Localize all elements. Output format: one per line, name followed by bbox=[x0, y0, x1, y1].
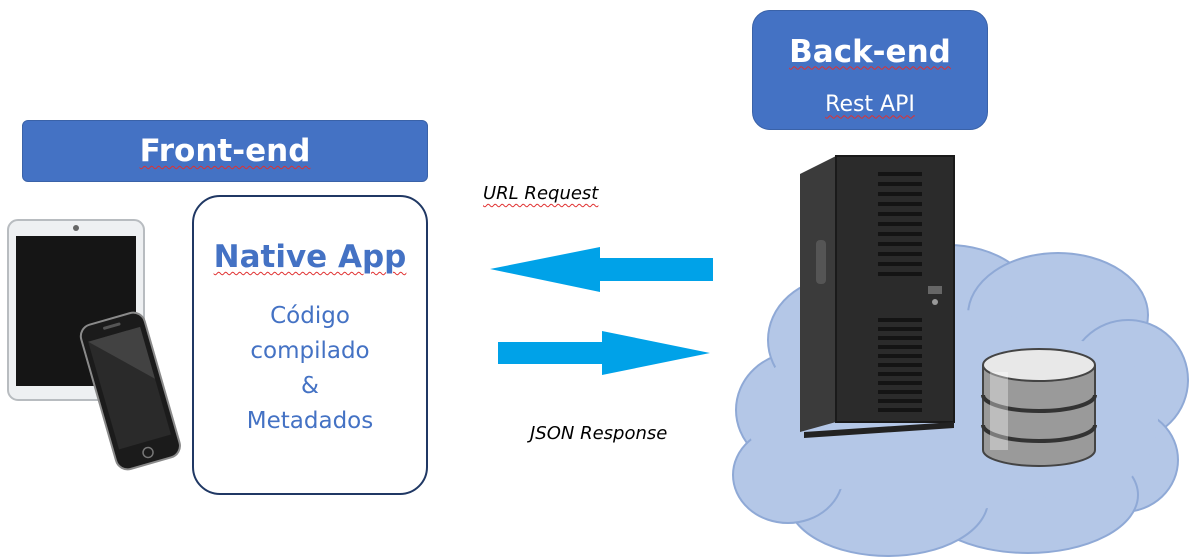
server-slot bbox=[878, 372, 922, 376]
frontend-title: Front-end bbox=[139, 133, 311, 169]
backend-subtitle: Rest API bbox=[825, 92, 915, 117]
server-slot bbox=[878, 345, 922, 349]
smartphone-icon bbox=[79, 311, 181, 471]
server-slot bbox=[878, 390, 922, 394]
arrows bbox=[490, 247, 713, 375]
backend-illustration bbox=[732, 155, 1189, 557]
backend-subtitle-text: Rest API bbox=[825, 91, 915, 117]
native-app-description: Código compilado & Metadados bbox=[247, 299, 373, 439]
response-arrow-icon bbox=[498, 331, 710, 375]
server-slot bbox=[878, 399, 922, 403]
server-tower-icon bbox=[800, 155, 955, 438]
server-slot bbox=[878, 202, 922, 206]
server-slot bbox=[878, 262, 922, 266]
native-desc-line: Código bbox=[270, 303, 350, 329]
server-slot bbox=[878, 318, 922, 322]
url-request-label: URL Request bbox=[483, 183, 598, 204]
native-desc-line: Metadados bbox=[246, 408, 374, 434]
tablet-icon bbox=[7, 219, 145, 401]
json-response-label: JSON Response bbox=[530, 423, 668, 444]
server-slot bbox=[878, 242, 922, 246]
native-desc-line: compilado bbox=[250, 338, 370, 364]
server-slot bbox=[878, 222, 922, 226]
server-slot bbox=[878, 192, 922, 196]
server-slot bbox=[878, 232, 922, 236]
database-icon bbox=[981, 348, 1097, 467]
url-request-text: URL Request bbox=[483, 183, 599, 204]
server-slot bbox=[878, 252, 922, 256]
server-slots bbox=[878, 172, 922, 412]
native-desc-line: & bbox=[301, 373, 319, 399]
server-slot bbox=[878, 408, 922, 412]
request-arrow-icon bbox=[490, 247, 713, 292]
server-slot bbox=[878, 327, 922, 331]
native-app-box: Native App Código compilado & Metadados bbox=[192, 195, 428, 495]
backend-title: Back-end bbox=[789, 33, 951, 70]
server-slot bbox=[878, 354, 922, 358]
server-slot bbox=[878, 336, 922, 340]
server-slot bbox=[878, 182, 922, 186]
native-app-title: Native App bbox=[213, 239, 407, 275]
frontend-banner: Front-end bbox=[22, 120, 428, 182]
backend-box: Back-end Rest API bbox=[752, 10, 988, 130]
devices-illustration bbox=[7, 219, 181, 471]
server-slot bbox=[878, 381, 922, 385]
server-slot bbox=[878, 172, 922, 176]
server-slot bbox=[878, 363, 922, 367]
server-slot bbox=[878, 272, 922, 276]
server-slot bbox=[878, 212, 922, 216]
